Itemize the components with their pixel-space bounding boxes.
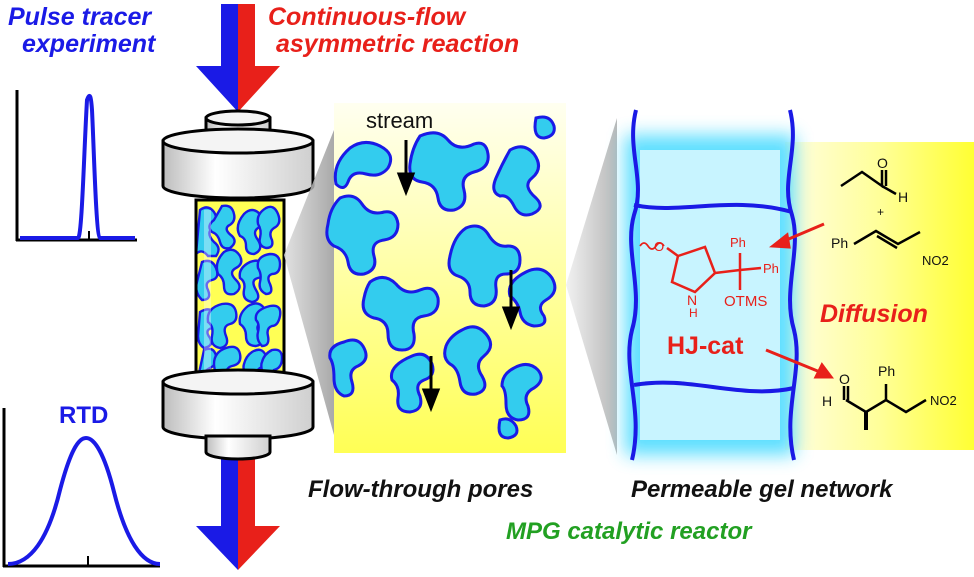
o-label: O [654,239,665,254]
zoom-cone-pores [284,130,334,435]
plus-label: + [877,205,885,219]
chemical-structures [840,170,927,430]
continuous-flow-label: Continuous-flow [268,3,466,31]
product-ph-label: Ph [878,363,896,379]
outlet-arrow [196,458,280,570]
product-o-label: O [839,371,850,387]
propanal-o-label: O [877,155,888,171]
experiment-label: experiment [22,30,156,58]
gel-panel [625,109,974,461]
mpg-catalytic-reactor-label: MPG catalytic reactor [506,518,752,545]
diffusion-label: Diffusion [820,300,928,328]
permeable-gel-network-label: Permeable gel network [631,476,893,503]
ph-label-1: Ph [730,235,746,250]
nh-label: N [687,292,698,308]
pulse-tracer-label: Pulse tracer [8,3,152,31]
flow-through-pores-label: Flow-through pores [308,476,534,503]
asymmetric-reaction-label: asymmetric reaction [276,30,520,58]
stream-label: stream [366,108,434,133]
rtd-graph [2,408,161,568]
nitrostyrene-no2-label: NO2 [922,253,949,268]
reaction-arrows [765,222,834,379]
ph-label-2: Ph [763,261,779,276]
propanal-h-label: H [898,189,909,205]
otms-label: OTMS [724,293,768,310]
pulse-graph [15,90,137,242]
zoom-cone-gel [566,118,617,455]
inlet-arrow [196,4,280,112]
nh-h-label: H [689,306,698,320]
catalyst-structure [639,242,762,294]
nitrostyrene-ph-label: Ph [831,235,849,251]
pores-panel [325,103,566,453]
hj-cat-label: HJ-cat [667,332,744,360]
product-h-label: H [822,393,833,409]
product-no2-label: NO2 [930,393,957,408]
rtd-label: RTD [59,402,109,429]
reactor-column [161,109,315,461]
